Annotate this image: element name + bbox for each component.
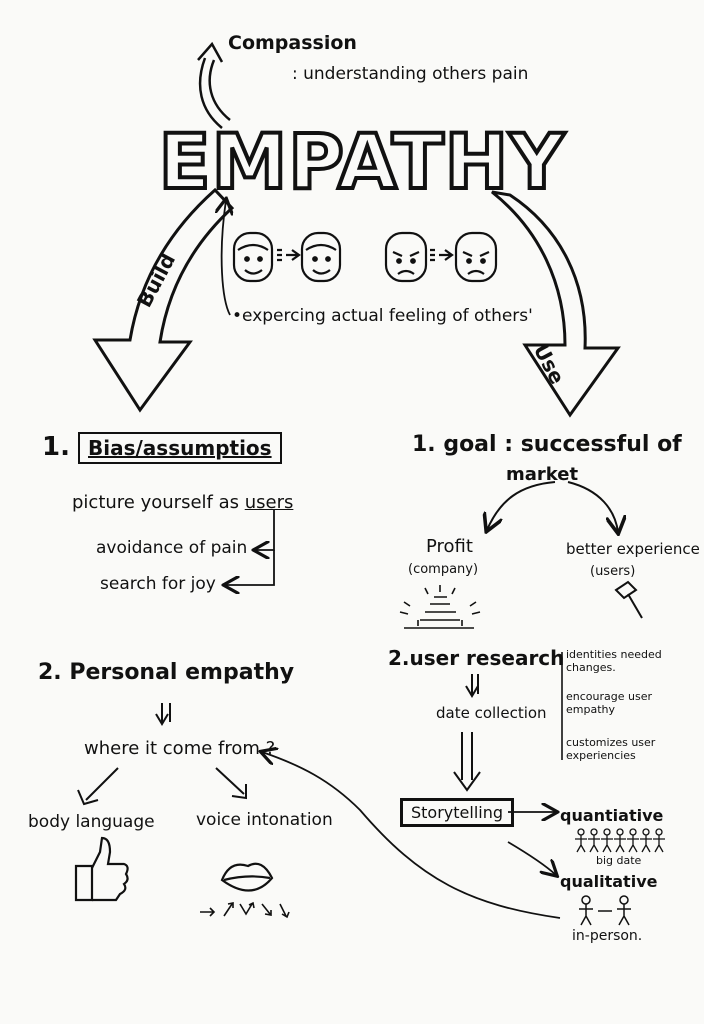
research-bullet-3: customizes user experiencies (566, 736, 656, 762)
qualitative-label: qualitative (560, 872, 658, 891)
branch-body-language: body language (28, 812, 155, 832)
storytelling-box: Storytelling (400, 798, 515, 827)
hammer-illustration (614, 580, 643, 619)
coins-illustration (399, 585, 481, 629)
compassion-arrow (197, 41, 231, 129)
profit-label: Profit (426, 536, 473, 557)
goal-heading: 1. goal : successful of (412, 432, 682, 457)
bias-arrows (225, 510, 275, 585)
data-collection-label: date collection (436, 704, 547, 722)
bias-users: users (244, 492, 294, 513)
personal-question: where it come from ? (84, 738, 276, 759)
research-bullet-2: encourage user empathy (566, 690, 652, 716)
experience-label: better experience (566, 540, 700, 558)
build-arrow (92, 187, 235, 413)
bias-item-joy: search for joy (100, 574, 216, 594)
lips-illustration (220, 862, 274, 892)
branch-arrows (77, 767, 247, 806)
profit-sub: (company) (408, 562, 479, 577)
experience-sub: (users) (590, 564, 636, 579)
happy-faces (232, 231, 342, 283)
use-arrow (491, 190, 621, 418)
bias-item-pain: avoidance of pain (96, 538, 248, 558)
quantitative-sub: big date (596, 854, 642, 867)
bias-heading: Bias/assumptios (78, 432, 282, 464)
bias-line: picture yourself as users (72, 492, 293, 513)
bias-line-text: picture yourself as (72, 492, 239, 513)
research-bullet-1: identities needed changes. (566, 648, 662, 674)
bias-number: 1. (42, 432, 70, 462)
compassion-definition: : understanding others pain (292, 64, 529, 84)
goal-split-arrows (487, 481, 618, 532)
intonation-arrows (200, 901, 290, 919)
goal-heading-market: market (506, 464, 579, 485)
angry-faces (384, 231, 498, 283)
research-heading: 2.user research (388, 646, 565, 670)
branch-voice-intonation: voice intonation (196, 810, 333, 830)
feeling-bracket (222, 200, 230, 316)
thumbs-up-illustration (74, 836, 129, 902)
crowd-figures (575, 828, 666, 853)
personal-heading: 2. Personal empathy (38, 660, 295, 685)
personal-down-arrow (155, 703, 171, 726)
inperson-to-question-curve (262, 752, 561, 919)
storytelling-arrows (507, 812, 556, 875)
data-arrows (453, 674, 481, 792)
quantitative-label: quantiative (560, 806, 664, 825)
interview-figures (579, 895, 631, 926)
compassion-label: Compassion (228, 32, 357, 54)
feeling-note: •expercing actual feeling of others' (232, 306, 533, 326)
qualitative-sub: in-person. (572, 928, 643, 944)
